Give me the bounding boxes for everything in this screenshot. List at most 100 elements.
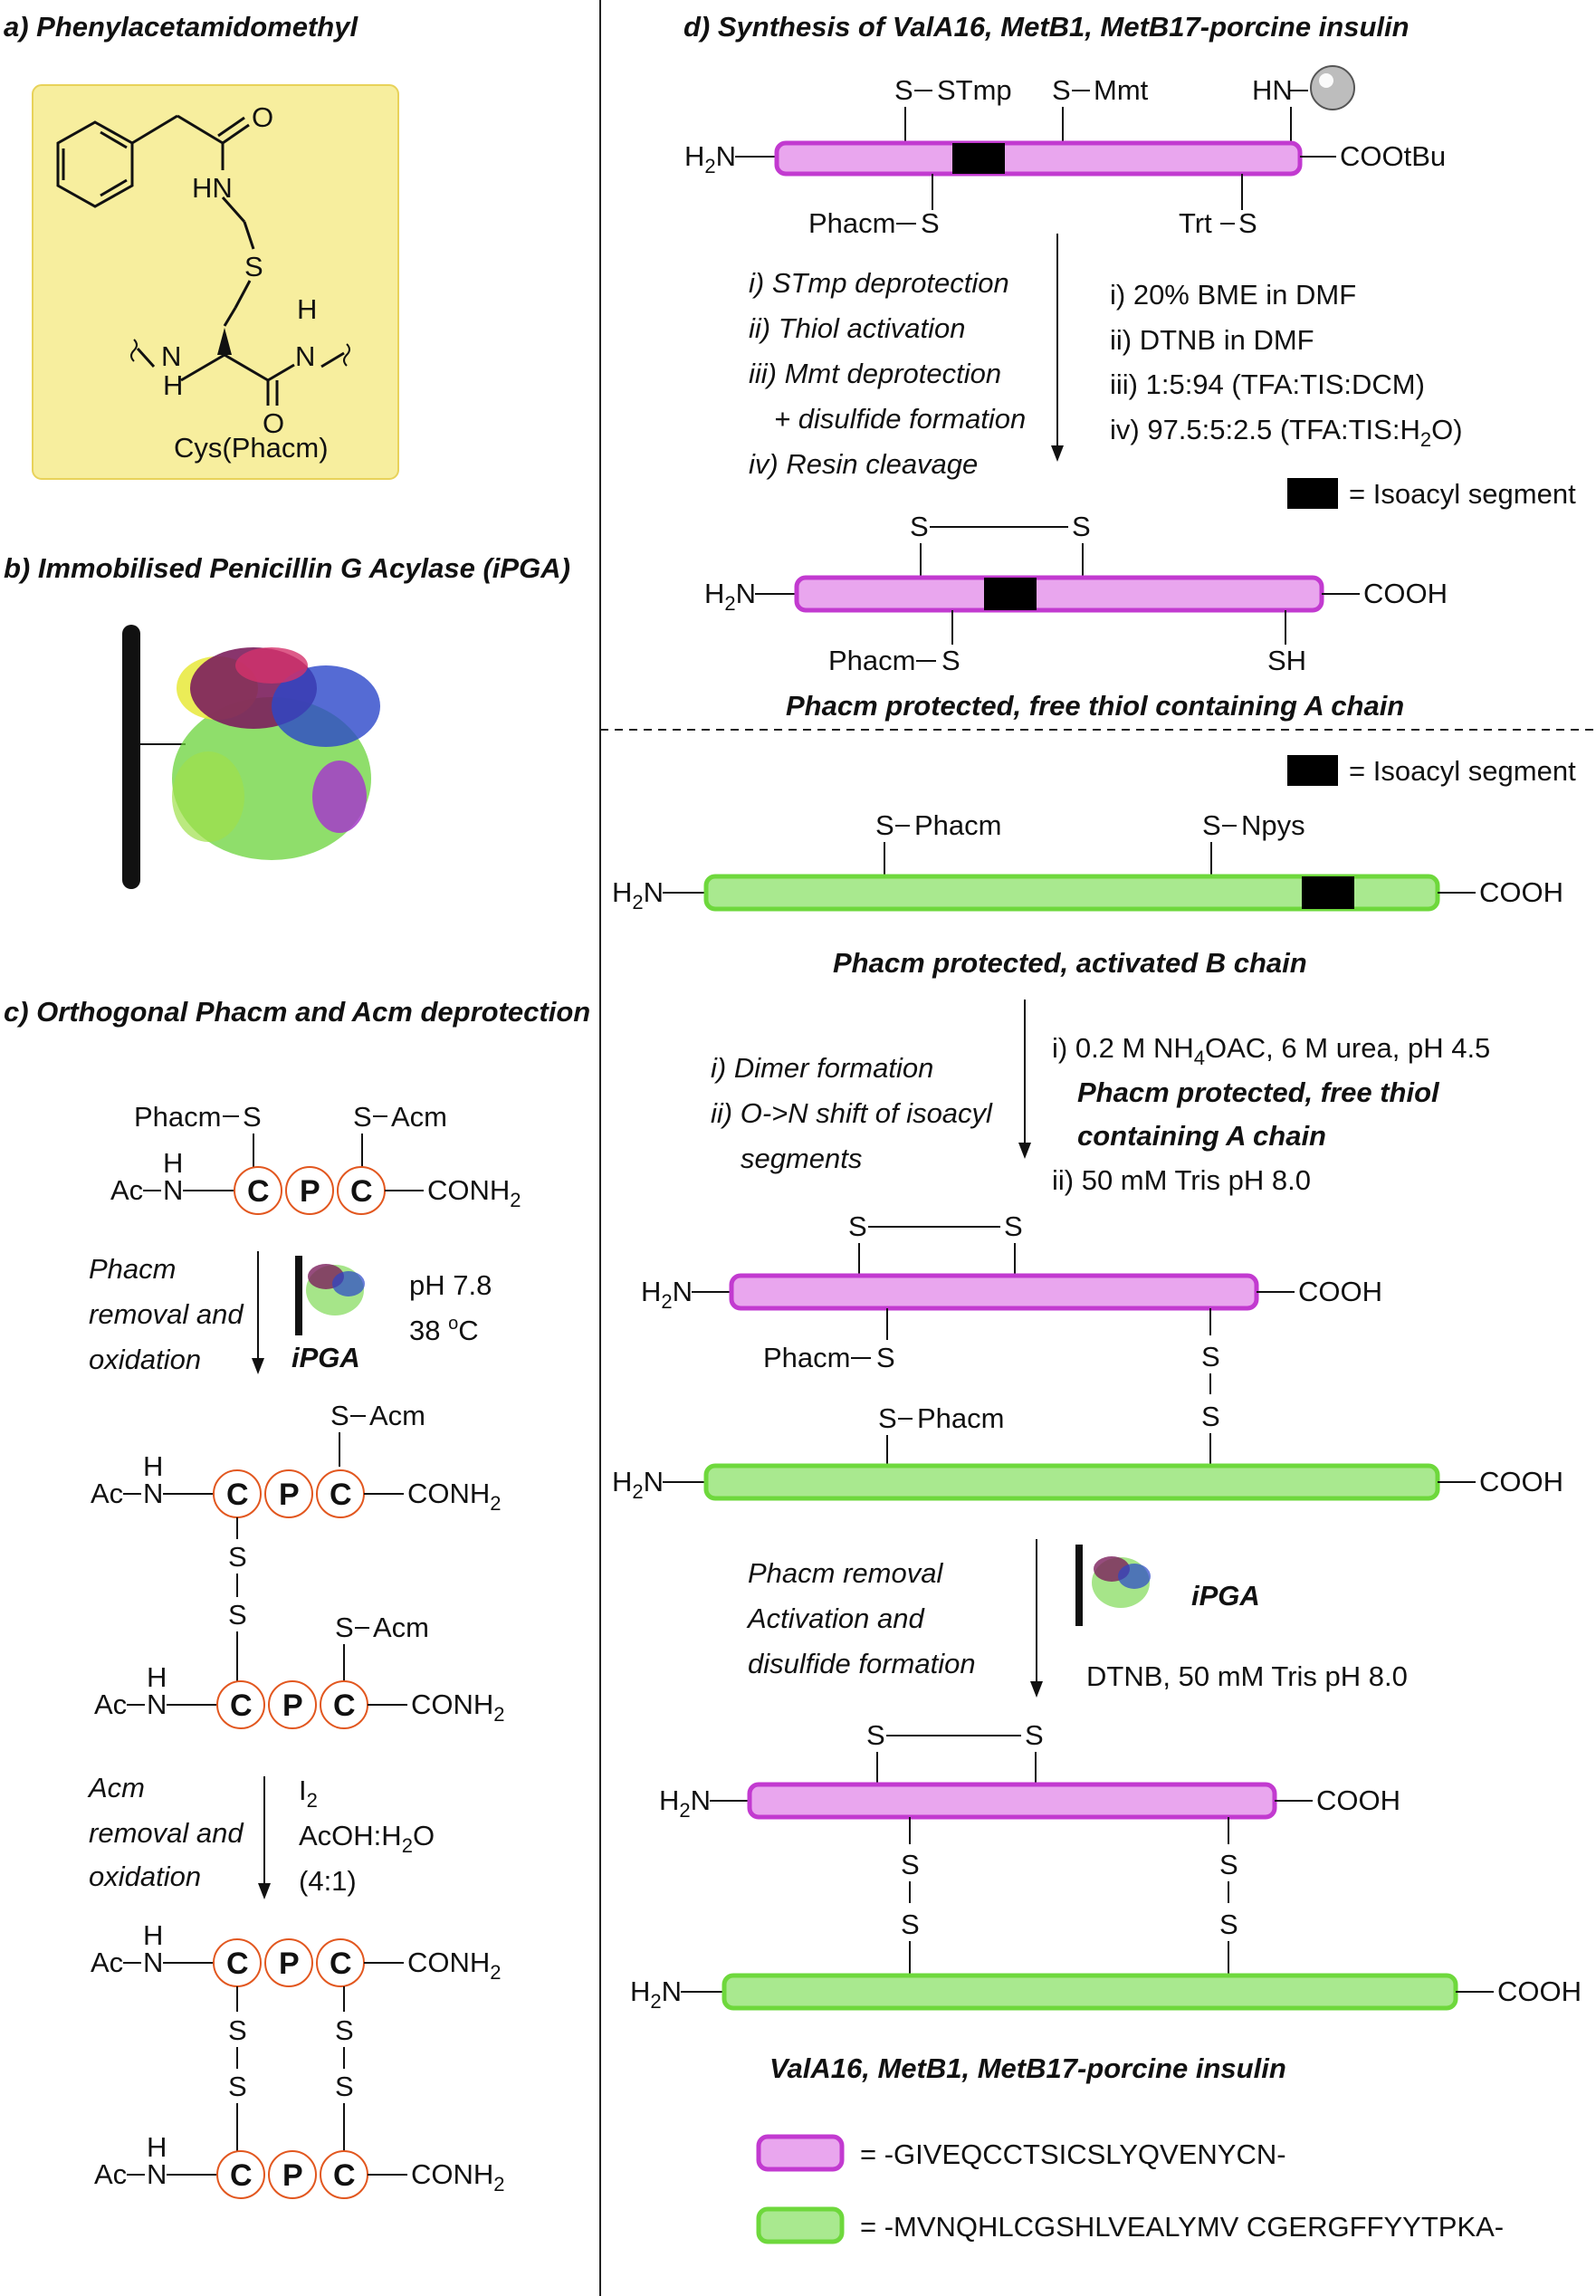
dimer-a-s-phacm: S	[876, 1342, 895, 1373]
resin-a-stmp: STmp	[937, 74, 1012, 106]
b-chain-activated: S Phacm S Npys H2N COOH	[612, 809, 1563, 914]
peptide-1: Phacm S S Acm Ac H N C P C CONH2	[110, 1101, 521, 1215]
step1-d-label-2: ii) Thiol activation	[749, 312, 965, 344]
step3-d-label-3: disulfide formation	[748, 1648, 976, 1679]
peptide-1-s-left: S	[243, 1101, 262, 1133]
step3-enzyme-icon	[1092, 1556, 1151, 1608]
step2-d-cond-3: containing A chain	[1077, 1120, 1326, 1152]
peptide-1-res-c1: C	[247, 1174, 270, 1209]
b-chain-title: Phacm protected, activated B chain	[833, 947, 1307, 979]
a-chain-cooh: COOH	[1363, 578, 1448, 609]
dimer-a-h2n: H2N	[641, 1276, 693, 1313]
peptide-1-phacm-label: Phacm	[134, 1101, 221, 1133]
peptide-1-res-p: P	[300, 1174, 320, 1209]
dimer-a-s-left: S	[848, 1210, 867, 1242]
final-b-cooh: COOH	[1497, 1976, 1582, 2007]
step3-d-label-1: Phacm removal	[748, 1557, 943, 1589]
resin-a-trt: Trt	[1179, 207, 1212, 239]
peptide-2a-acm: Acm	[369, 1400, 425, 1431]
peptide-2a-n: N	[143, 1478, 163, 1509]
a-chain-phacm: Phacm	[828, 645, 915, 676]
resin-a-chain: S STmp S Mmt HN H2N COOtBu Phacm S Trt S	[684, 65, 1446, 239]
step1-d-label-3: iii) Mmt deprotection	[749, 358, 1001, 389]
phacm-caption: Cys(Phacm)	[174, 432, 329, 464]
step1-c-enzyme-icon	[306, 1264, 365, 1315]
phacm-o2-label: O	[263, 407, 284, 439]
a-chain-s-left: S	[910, 511, 929, 542]
peptide-3b-h: H	[147, 2131, 167, 2163]
final-a-h2n: H2N	[659, 1784, 711, 1822]
step2-c-cond-1: I2	[299, 1775, 318, 1812]
b-chain-h2n: H2N	[612, 876, 664, 914]
peptide-2a-ac: Ac	[91, 1478, 123, 1509]
isoacyl-legend-swatch-2	[1287, 755, 1338, 786]
phacm-nh-right-h: H	[297, 293, 317, 325]
peptide-2b-acm: Acm	[373, 1612, 429, 1643]
resin-a-s-stmp: S	[894, 74, 913, 106]
ipga-enzyme-image	[172, 647, 380, 860]
dimer-b-phacm: Phacm	[917, 1402, 1004, 1434]
legend-b-chain-seq: = -MVNQHLCGSHLVEALYMV CGERGFFYYTPKA-	[860, 2211, 1504, 2243]
resin-a-h2n: H2N	[684, 140, 736, 177]
a-chain-h2n: H2N	[704, 578, 756, 615]
phacm-structure	[56, 114, 350, 406]
resin-a-s-phacm: S	[921, 207, 940, 239]
final-a-s-left: S	[866, 1719, 885, 1751]
step2-d-label-3: segments	[741, 1143, 862, 1174]
step1-c-cond-2: 38 oC	[409, 1314, 479, 1346]
step1-d-cond-4: iv) 97.5:5:2.5 (TFA:TIS:H2O)	[1110, 414, 1463, 451]
peptide-2a-h: H	[143, 1450, 163, 1482]
phacm-nh-left-n: N	[161, 340, 181, 372]
peptide-3b-res-c2: C	[333, 2158, 356, 2193]
peptide-3b-res-c1: C	[230, 2158, 253, 2193]
peptide-3b-conh2: CONH2	[411, 2158, 505, 2196]
peptide-1-h: H	[163, 1147, 183, 1179]
final-ss2-bottom: S	[1219, 1909, 1238, 1940]
step1-c-enzyme: iPGA	[291, 1342, 360, 1373]
peptide-2a-conh2: CONH2	[407, 1478, 502, 1515]
peptide-3a-res-p: P	[279, 1947, 300, 1981]
resin-bead	[1310, 65, 1355, 110]
peptide-2b-res-c1: C	[230, 1689, 253, 1723]
peptide-3a-ac: Ac	[91, 1947, 123, 1978]
peptide-1-ac: Ac	[110, 1174, 143, 1206]
peptide-3b-n: N	[147, 2158, 167, 2190]
step2-d-label-2: ii) O->N shift of isoacyl	[711, 1097, 993, 1129]
peptide-2a: S Acm Ac H N C P C CONH2	[91, 1400, 502, 1518]
disulfide-1-s-top: S	[228, 1541, 247, 1573]
peptide-3a-res-c1: C	[226, 1947, 249, 1981]
b-chain-cooh: COOH	[1479, 876, 1563, 908]
dimer-b-cooh: COOH	[1479, 1466, 1563, 1497]
peptide-2a-res-p: P	[279, 1478, 300, 1512]
step1-d-cond-3: iii) 1:5:94 (TFA:TIS:DCM)	[1110, 368, 1425, 400]
b-chain-npys: Npys	[1241, 809, 1305, 841]
disulfide-1-s-bottom: S	[228, 1599, 247, 1631]
dimer-ss-top: S	[1201, 1341, 1220, 1373]
peptide-3a: Ac H N C P C CONH2	[91, 1919, 502, 1987]
phacm-s-label: S	[244, 251, 263, 282]
peptide-2a-res-c2: C	[330, 1478, 352, 1512]
final-ss1-top: S	[901, 1849, 920, 1880]
peptide-1-conh2: CONH2	[427, 1174, 521, 1211]
a-chain-sh: SH	[1267, 645, 1306, 676]
a-chain-s-right: S	[1072, 511, 1091, 542]
resin-a-phacm: Phacm	[808, 207, 895, 239]
step2-d-cond-1: i) 0.2 M NH4OAC, 6 M urea, pH 4.5	[1052, 1032, 1490, 1069]
step1-c-cond-1: pH 7.8	[409, 1269, 492, 1301]
phacm-o-label: O	[252, 101, 273, 133]
peptide-2a-res-c1: C	[226, 1478, 249, 1512]
step2-c-text-2: removal and	[89, 1817, 244, 1849]
legend-a-chain-swatch	[756, 2134, 845, 2172]
step2-d-cond-4: ii) 50 mM Tris pH 8.0	[1052, 1164, 1311, 1196]
final-title: ValA16, MetB1, MetB17-porcine insulin	[769, 2052, 1286, 2084]
step2-c-cond-2: AcOH:H2O	[299, 1820, 435, 1857]
peptide-3a-conh2: CONH2	[407, 1947, 502, 1984]
dimer-a-s-right: S	[1004, 1210, 1023, 1242]
resin-a-s-trt: S	[1238, 207, 1257, 239]
panel-a-heading: a) Phenylacetamidomethyl	[4, 11, 358, 43]
peptide-1-acm-label: Acm	[391, 1101, 447, 1133]
final-a-cooh: COOH	[1316, 1784, 1400, 1816]
step2-c-cond-3: (4:1)	[299, 1865, 357, 1897]
peptide-2b-res-p: P	[282, 1689, 303, 1723]
